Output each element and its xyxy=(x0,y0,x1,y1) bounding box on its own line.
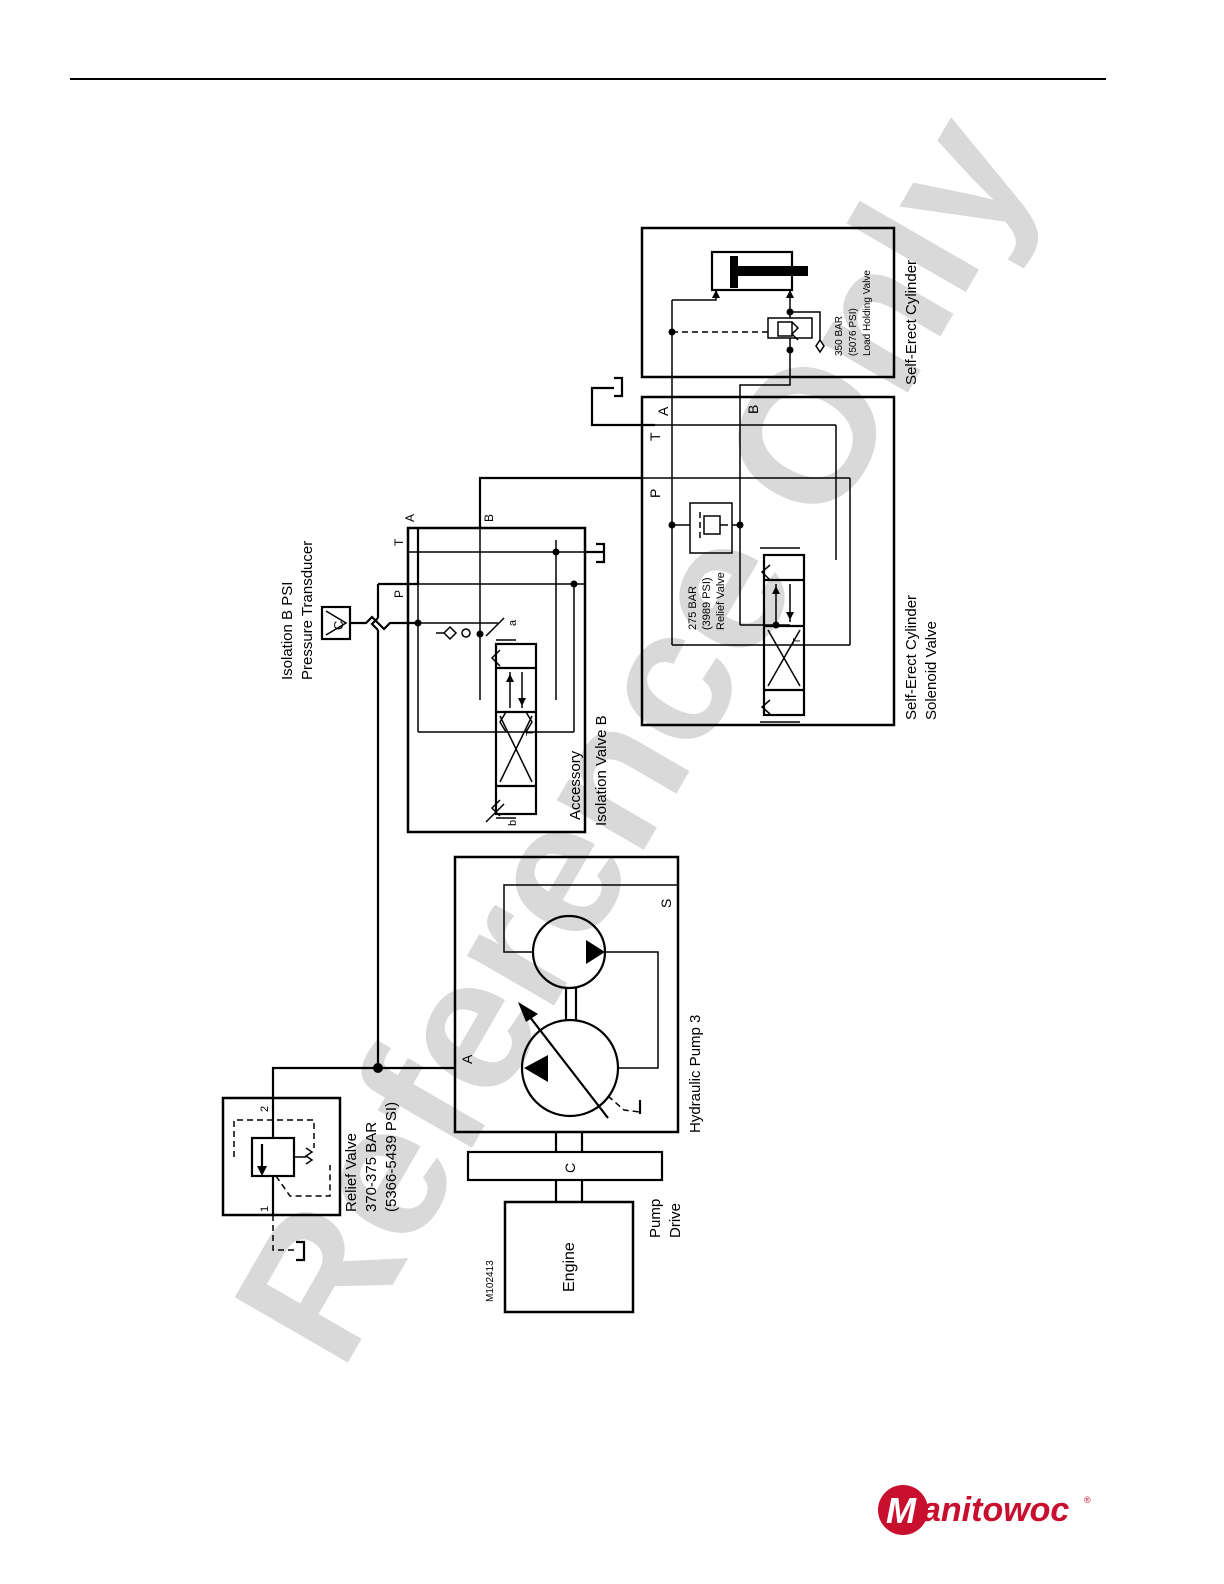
accessory-isolation-valve-box xyxy=(406,526,587,834)
sol-relief-label-3: Relief Valve xyxy=(715,572,727,630)
engine-label: Engine xyxy=(561,1242,578,1292)
load-holding-label-3: Load Holding Valve xyxy=(862,270,873,356)
solenoid-relief-valve xyxy=(689,502,733,554)
logo-wordmark: anitowoc xyxy=(922,1491,1070,1529)
acc-port-b: B xyxy=(482,514,496,522)
self-erect-cylinder-box xyxy=(640,226,896,379)
sol-port-b: B xyxy=(745,405,761,414)
acc-sol-b: b xyxy=(507,820,519,826)
acc-sol-a: a xyxy=(507,619,519,626)
relief-valve-label-3: (5366-5439 PSI) xyxy=(383,1102,400,1212)
transducer-label-1: Isolation B PSI xyxy=(279,582,296,680)
pump-port-s: S xyxy=(658,899,674,908)
hydraulic-pump-box xyxy=(453,855,680,1134)
accessory-valve-label-2: Isolation Valve B xyxy=(593,715,610,826)
sol-relief-label-1: 275 BAR xyxy=(687,586,699,630)
figure-id: M102413 xyxy=(485,1260,496,1302)
accessory-valve-label-1: Accessory xyxy=(567,750,584,820)
hydraulic-pump-label: Hydraulic Pump 3 xyxy=(687,1015,704,1133)
logo-m-badge: M xyxy=(878,1485,928,1535)
acc-port-t: T xyxy=(392,538,406,546)
charge-pump-arrow-icon xyxy=(586,940,605,964)
transducer-label-2: Pressure Transducer xyxy=(299,541,316,680)
acc-port-p: P xyxy=(392,590,406,598)
pump-arrow-icon xyxy=(524,1055,548,1082)
pump-drive xyxy=(466,1150,664,1182)
manitowoc-logo: M anitowoc ® xyxy=(878,1483,1098,1539)
transducer-symbol: C xyxy=(331,621,346,630)
solenoid-valve-box xyxy=(640,395,896,727)
engine-block xyxy=(503,1200,635,1314)
relief-port-2: 2 xyxy=(259,1106,271,1112)
pump-drive-label-2: Drive xyxy=(667,1203,684,1238)
load-holding-label-2: (5076 PSI) xyxy=(848,308,859,356)
logo-registered-mark: ® xyxy=(1084,1495,1091,1505)
relief-valve-box xyxy=(221,1096,342,1217)
load-holding-label-1: 350 BAR xyxy=(834,316,845,356)
pump-port-a: A xyxy=(459,1054,475,1064)
relief-valve-label-2: 370-375 BAR xyxy=(363,1122,380,1212)
sol-relief-label-2: (3989 PSI) xyxy=(701,577,713,630)
relief-valve-label-1: Relief Valve xyxy=(343,1133,360,1212)
sol-inner-t: T xyxy=(792,638,803,644)
acc-port-a: A xyxy=(403,514,417,522)
sol-port-t: T xyxy=(647,432,663,441)
acc-inner-t: T xyxy=(525,730,536,736)
relief-port-1: 1 xyxy=(259,1206,271,1212)
pump-drive-port: C xyxy=(562,1163,578,1173)
load-holding-valve xyxy=(767,317,813,339)
cylinder-label: Self-Erect Cylinder xyxy=(903,260,920,385)
pump-drive-label-1: Pump xyxy=(647,1199,664,1238)
header-rule xyxy=(70,78,1106,80)
sol-port-a: A xyxy=(655,406,671,416)
sol-port-p: P xyxy=(647,489,663,498)
solenoid-valve-label-2: Solenoid Valve xyxy=(923,621,940,720)
solenoid-valve-label-1: Self-Erect Cylinder xyxy=(903,595,920,720)
